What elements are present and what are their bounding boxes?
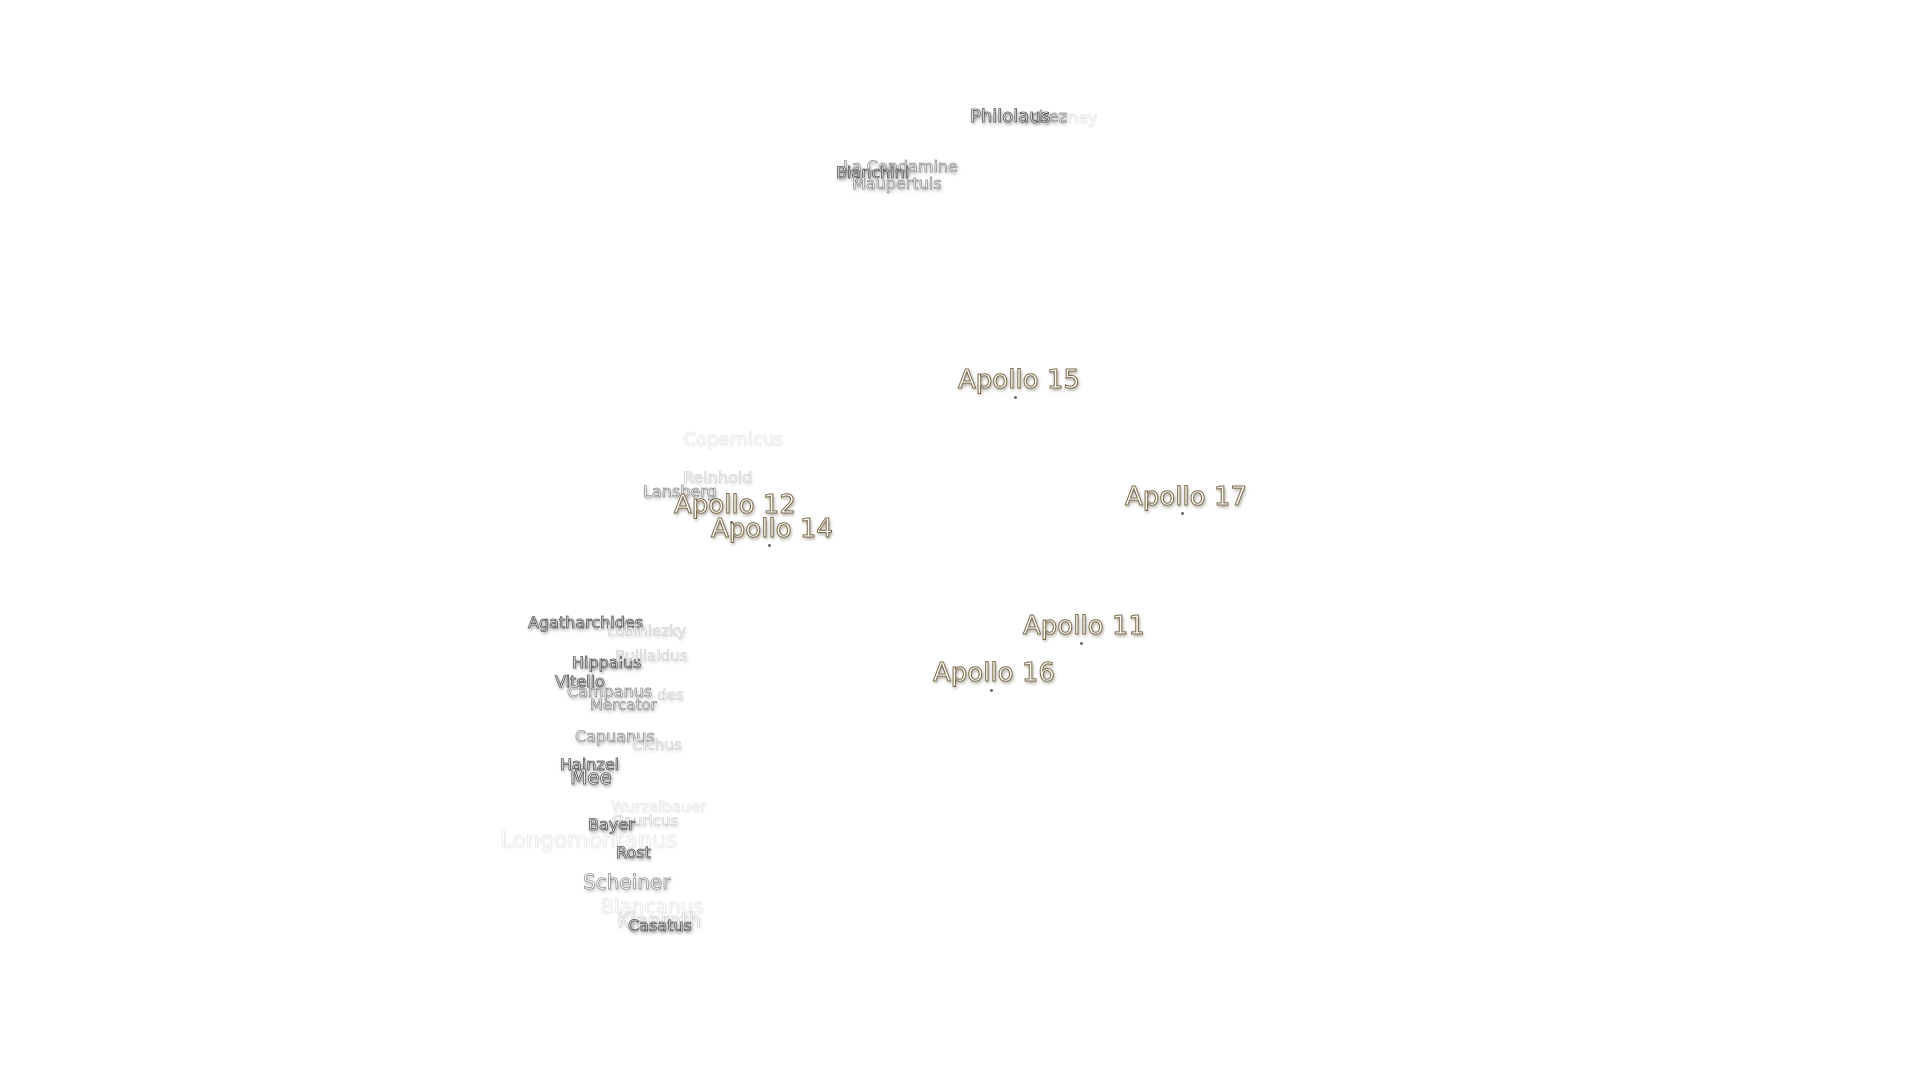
landing-site-marker-apollo-12[interactable] [730,521,733,524]
crater-label-hainzel: Hainzel [560,755,620,774]
crater-label-capuanus: Capuanus [575,727,655,746]
landing-site-apollo-14[interactable]: Apollo 14 [711,514,834,544]
landing-site-apollo-11[interactable]: Apollo 11 [1023,611,1146,641]
crater-label-maupertuis: Maupertuis [852,174,942,193]
crater-label-chez: chez [1030,107,1068,126]
landing-site-apollo-12[interactable]: Apollo 12 [674,490,797,520]
crater-label-reinhold: Reinhold [683,468,753,487]
crater-label-vitello: Vitello [555,672,606,691]
crater-label-gauricus: Gauricus [612,812,679,830]
crater-label-des: des [657,686,684,704]
crater-label-mee: Mee [570,765,613,789]
crater-label-philolaus: Philolaus [970,106,1051,127]
crater-label-la-condamine: La Condamine [843,157,959,176]
landing-site-marker-apollo-14[interactable] [768,544,771,547]
crater-label-rost: Rost [616,843,652,862]
crater-label-cichus: Cichus [632,736,682,754]
crater-label-mercator: Mercator [590,696,657,714]
crater-label-wurzelbauer: Wurzelbauer [611,798,706,816]
landing-site-marker-apollo-11[interactable] [1080,642,1083,645]
crater-label-oney: oney [1058,108,1098,127]
landing-site-apollo-16[interactable]: Apollo 16 [933,658,1056,688]
crater-label-scheiner: Scheiner [583,870,671,894]
crater-label-bianchini: Bianchini [836,163,910,182]
crater-label-campanus: Campanus [567,682,653,701]
crater-label-copernicus: Copernicus [683,429,784,450]
landing-site-marker-apollo-15[interactable] [1014,396,1017,399]
crater-label-casatus: Casatus [628,916,693,935]
crater-label-lansberg: Lansberg [643,482,717,501]
landing-site-marker-apollo-17[interactable] [1181,512,1184,515]
crater-label-bullialdus: Bullialdus [615,647,688,665]
landing-site-apollo-15[interactable]: Apollo 15 [958,365,1081,395]
crater-label-agatharchides: Agatharchides [528,613,644,632]
landing-site-marker-apollo-16[interactable] [990,689,993,692]
crater-label-hippalus: Hippalus [572,653,642,672]
crater-label-lubiniezky: Lubiniezky [607,622,687,640]
landing-site-apollo-17[interactable]: Apollo 17 [1125,482,1248,512]
crater-label-blancanus: Blancanus [600,894,704,918]
crater-label-klaproth: Klaproth [617,908,702,932]
crater-label-bayer: Bayer [588,815,635,834]
crater-label-longomontanus: Longomontanus [500,828,678,853]
